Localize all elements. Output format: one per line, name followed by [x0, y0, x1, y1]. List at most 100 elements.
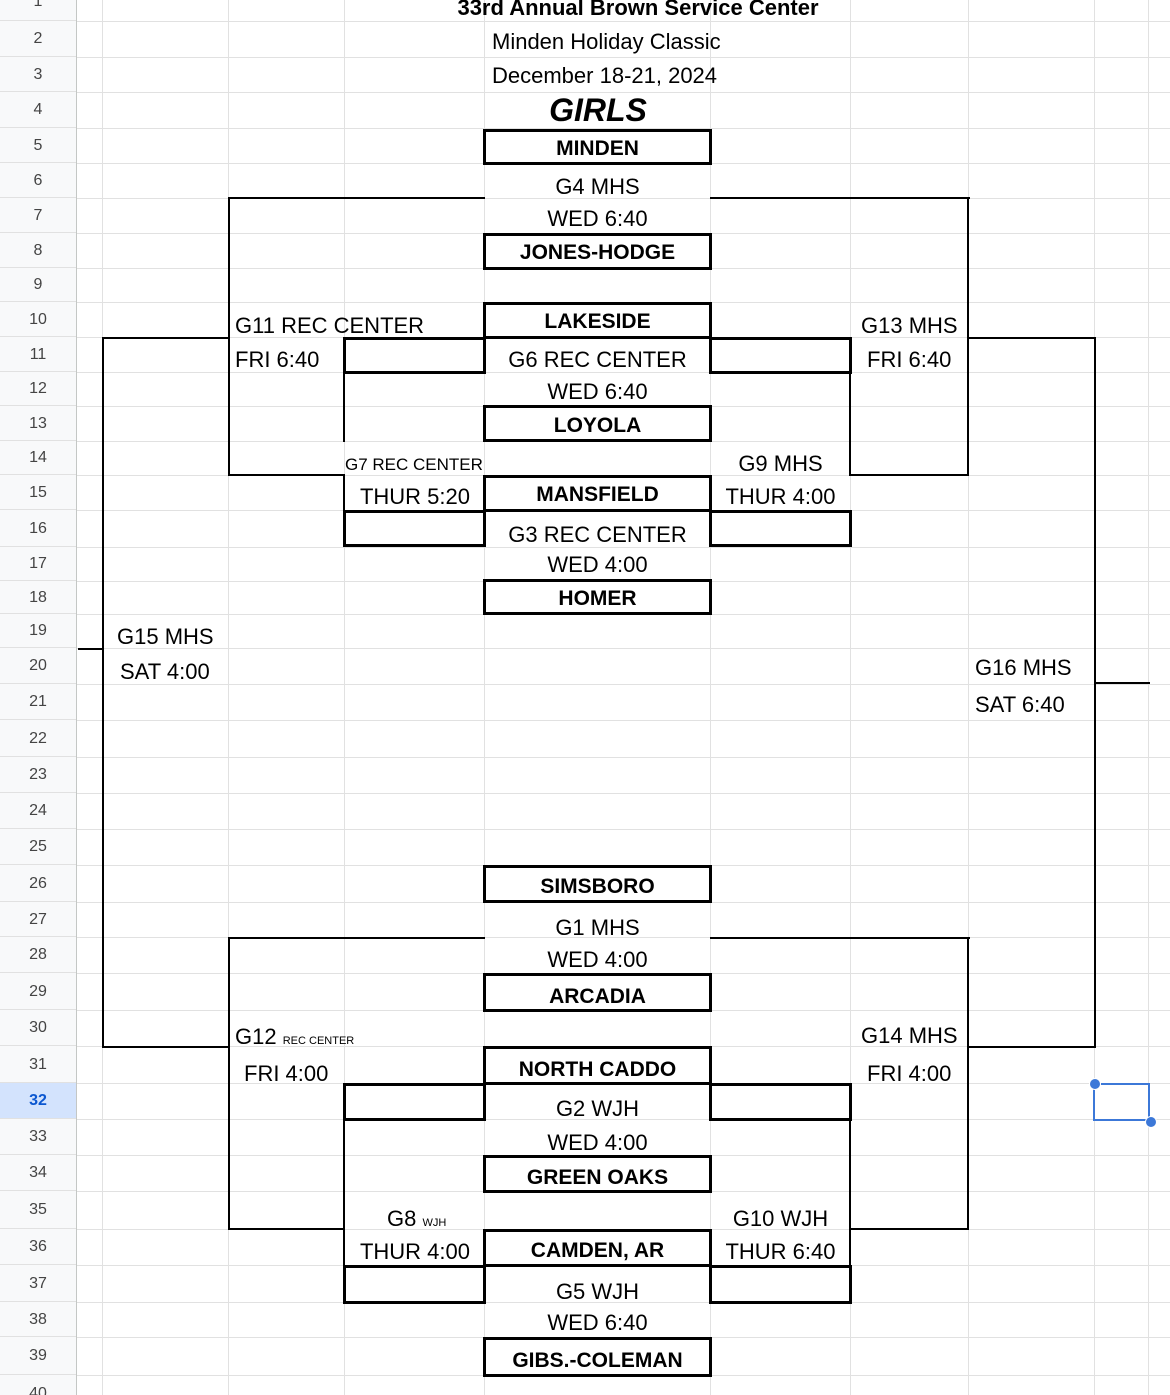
- tournament-subtitle[interactable]: Minden Holiday Classic: [492, 29, 721, 54]
- row-number-3[interactable]: 3: [0, 57, 76, 92]
- row-number-9[interactable]: 9: [0, 268, 76, 302]
- team-box-north-caddo[interactable]: [483, 1046, 712, 1085]
- game-venue[interactable]: G16 MHS: [975, 655, 1072, 680]
- game-venue[interactable]: G14 MHS: [861, 1023, 958, 1048]
- game-time[interactable]: FRI 6:40: [867, 347, 952, 372]
- row-number-8[interactable]: 8: [0, 233, 76, 268]
- team-name[interactable]: MANSFIELD: [536, 483, 659, 506]
- selected-cell[interactable]: [1093, 1083, 1150, 1121]
- team-name[interactable]: HOMER: [558, 587, 637, 610]
- game-venue[interactable]: G5 WJH: [555, 1279, 640, 1304]
- division-label[interactable]: GIRLS: [549, 92, 647, 128]
- row-number-1[interactable]: 1: [0, 0, 76, 21]
- row-number-32[interactable]: 32: [0, 1083, 76, 1119]
- tournament-dates[interactable]: December 18-21, 2024: [492, 63, 718, 88]
- team-name[interactable]: ARCADIA: [549, 985, 646, 1008]
- row-number-12[interactable]: 12: [0, 372, 76, 406]
- game-venue[interactable]: G11 REC CENTER: [235, 313, 425, 338]
- game-time[interactable]: THUR 4:00: [725, 484, 836, 509]
- row-number-36[interactable]: 36: [0, 1229, 76, 1265]
- game-time[interactable]: SAT 4:00: [120, 659, 210, 684]
- team-name[interactable]: GREEN OAKS: [526, 1166, 669, 1189]
- row-number-37[interactable]: 37: [0, 1265, 76, 1302]
- game-time[interactable]: FRI 6:40: [235, 347, 320, 372]
- row-number-7[interactable]: 7: [0, 198, 76, 233]
- game-venue[interactable]: G7 REC CENTER: [345, 455, 483, 474]
- game-time[interactable]: WED 6:40: [547, 206, 648, 231]
- row-number-6[interactable]: 6: [0, 163, 76, 198]
- row-number-22[interactable]: 22: [0, 720, 76, 757]
- team-box-green-oaks[interactable]: [483, 1155, 712, 1193]
- game-venue[interactable]: G9 MHS: [738, 451, 823, 476]
- game-time[interactable]: WED 4:00: [547, 552, 648, 577]
- row-number-40[interactable]: 40: [0, 1375, 76, 1395]
- team-name[interactable]: LAKESIDE: [544, 310, 651, 333]
- row-number-15[interactable]: 15: [0, 475, 76, 510]
- row-number-10[interactable]: 10: [0, 302, 76, 337]
- bracket-slot[interactable]: [343, 337, 486, 374]
- game-time[interactable]: WED 4:00: [547, 1130, 648, 1155]
- team-name[interactable]: SIMSBORO: [540, 875, 655, 898]
- row-number-31[interactable]: 31: [0, 1046, 76, 1083]
- game-time[interactable]: WED 6:40: [547, 379, 648, 404]
- row-number-38[interactable]: 38: [0, 1302, 76, 1337]
- row-number-4[interactable]: 4: [0, 92, 76, 128]
- game-venue[interactable]: G15 MHS: [117, 624, 214, 649]
- bracket-slot[interactable]: [709, 1083, 852, 1121]
- row-number-34[interactable]: 34: [0, 1155, 76, 1191]
- game-time[interactable]: THUR 4:00: [359, 1239, 471, 1264]
- row-number-13[interactable]: 13: [0, 406, 76, 441]
- team-box-arcadia[interactable]: [483, 973, 712, 1012]
- row-number-19[interactable]: 19: [0, 614, 76, 648]
- row-number-35[interactable]: 35: [0, 1191, 76, 1229]
- team-box-jones-hodge[interactable]: [483, 233, 712, 270]
- bracket-slot[interactable]: [709, 337, 852, 374]
- team-name[interactable]: MINDEN: [556, 137, 639, 160]
- game-venue[interactable]: G2 WJH: [555, 1096, 640, 1121]
- row-number-27[interactable]: 27: [0, 902, 76, 937]
- bracket-slot[interactable]: [343, 1083, 486, 1121]
- team-name[interactable]: LOYOLA: [553, 414, 642, 437]
- team-box-minden[interactable]: [483, 129, 712, 165]
- game-time[interactable]: FRI 4:00: [867, 1061, 952, 1086]
- row-number-30[interactable]: 30: [0, 1010, 76, 1046]
- game-venue[interactable]: G4 MHS: [555, 174, 640, 199]
- game-venue[interactable]: G13 MHS: [861, 313, 958, 338]
- team-box-homer[interactable]: [483, 579, 712, 615]
- game-time[interactable]: SAT 6:40: [975, 692, 1065, 717]
- row-number-23[interactable]: 23: [0, 757, 76, 793]
- tournament-title[interactable]: 33rd Annual Brown Service Center: [457, 0, 819, 20]
- game-venue[interactable]: G8 WJH: [387, 1208, 446, 1230]
- row-number-17[interactable]: 17: [0, 547, 76, 581]
- row-number-16[interactable]: 16: [0, 510, 76, 547]
- game-time[interactable]: WED 6:40: [547, 1310, 648, 1335]
- game-time[interactable]: FRI 4:00: [244, 1061, 329, 1086]
- game-venue[interactable]: G12 REC CENTER: [235, 1026, 354, 1048]
- row-number-39[interactable]: 39: [0, 1337, 76, 1375]
- team-box-simsboro[interactable]: [483, 865, 712, 903]
- team-name[interactable]: CAMDEN, AR: [530, 1239, 665, 1262]
- team-box-camden[interactable]: [483, 1229, 712, 1267]
- row-number-33[interactable]: 33: [0, 1119, 76, 1155]
- row-number-26[interactable]: 26: [0, 865, 76, 902]
- row-number-28[interactable]: 28: [0, 937, 76, 973]
- bracket-slot[interactable]: [709, 1265, 852, 1304]
- game-venue[interactable]: G1 MHS: [555, 915, 640, 940]
- team-box-mansfield[interactable]: [483, 475, 712, 512]
- selection-handle-top-left[interactable]: [1089, 1078, 1101, 1090]
- team-box-lakeside[interactable]: [483, 302, 712, 339]
- row-number-14[interactable]: 14: [0, 441, 76, 475]
- row-number-24[interactable]: 24: [0, 793, 76, 829]
- game-time[interactable]: WED 4:00: [547, 947, 648, 972]
- row-number-21[interactable]: 21: [0, 684, 76, 720]
- game-venue[interactable]: G3 REC CENTER: [508, 522, 687, 547]
- team-name[interactable]: GIBS.-COLEMAN: [512, 1349, 683, 1372]
- bracket-slot[interactable]: [343, 510, 486, 547]
- game-time[interactable]: THUR 6:40: [725, 1239, 836, 1264]
- row-number-25[interactable]: 25: [0, 829, 76, 865]
- row-number-18[interactable]: 18: [0, 581, 76, 614]
- team-box-gibs-coleman[interactable]: [483, 1337, 712, 1377]
- bracket-slot[interactable]: [709, 510, 852, 547]
- team-name[interactable]: NORTH CADDO: [518, 1058, 677, 1081]
